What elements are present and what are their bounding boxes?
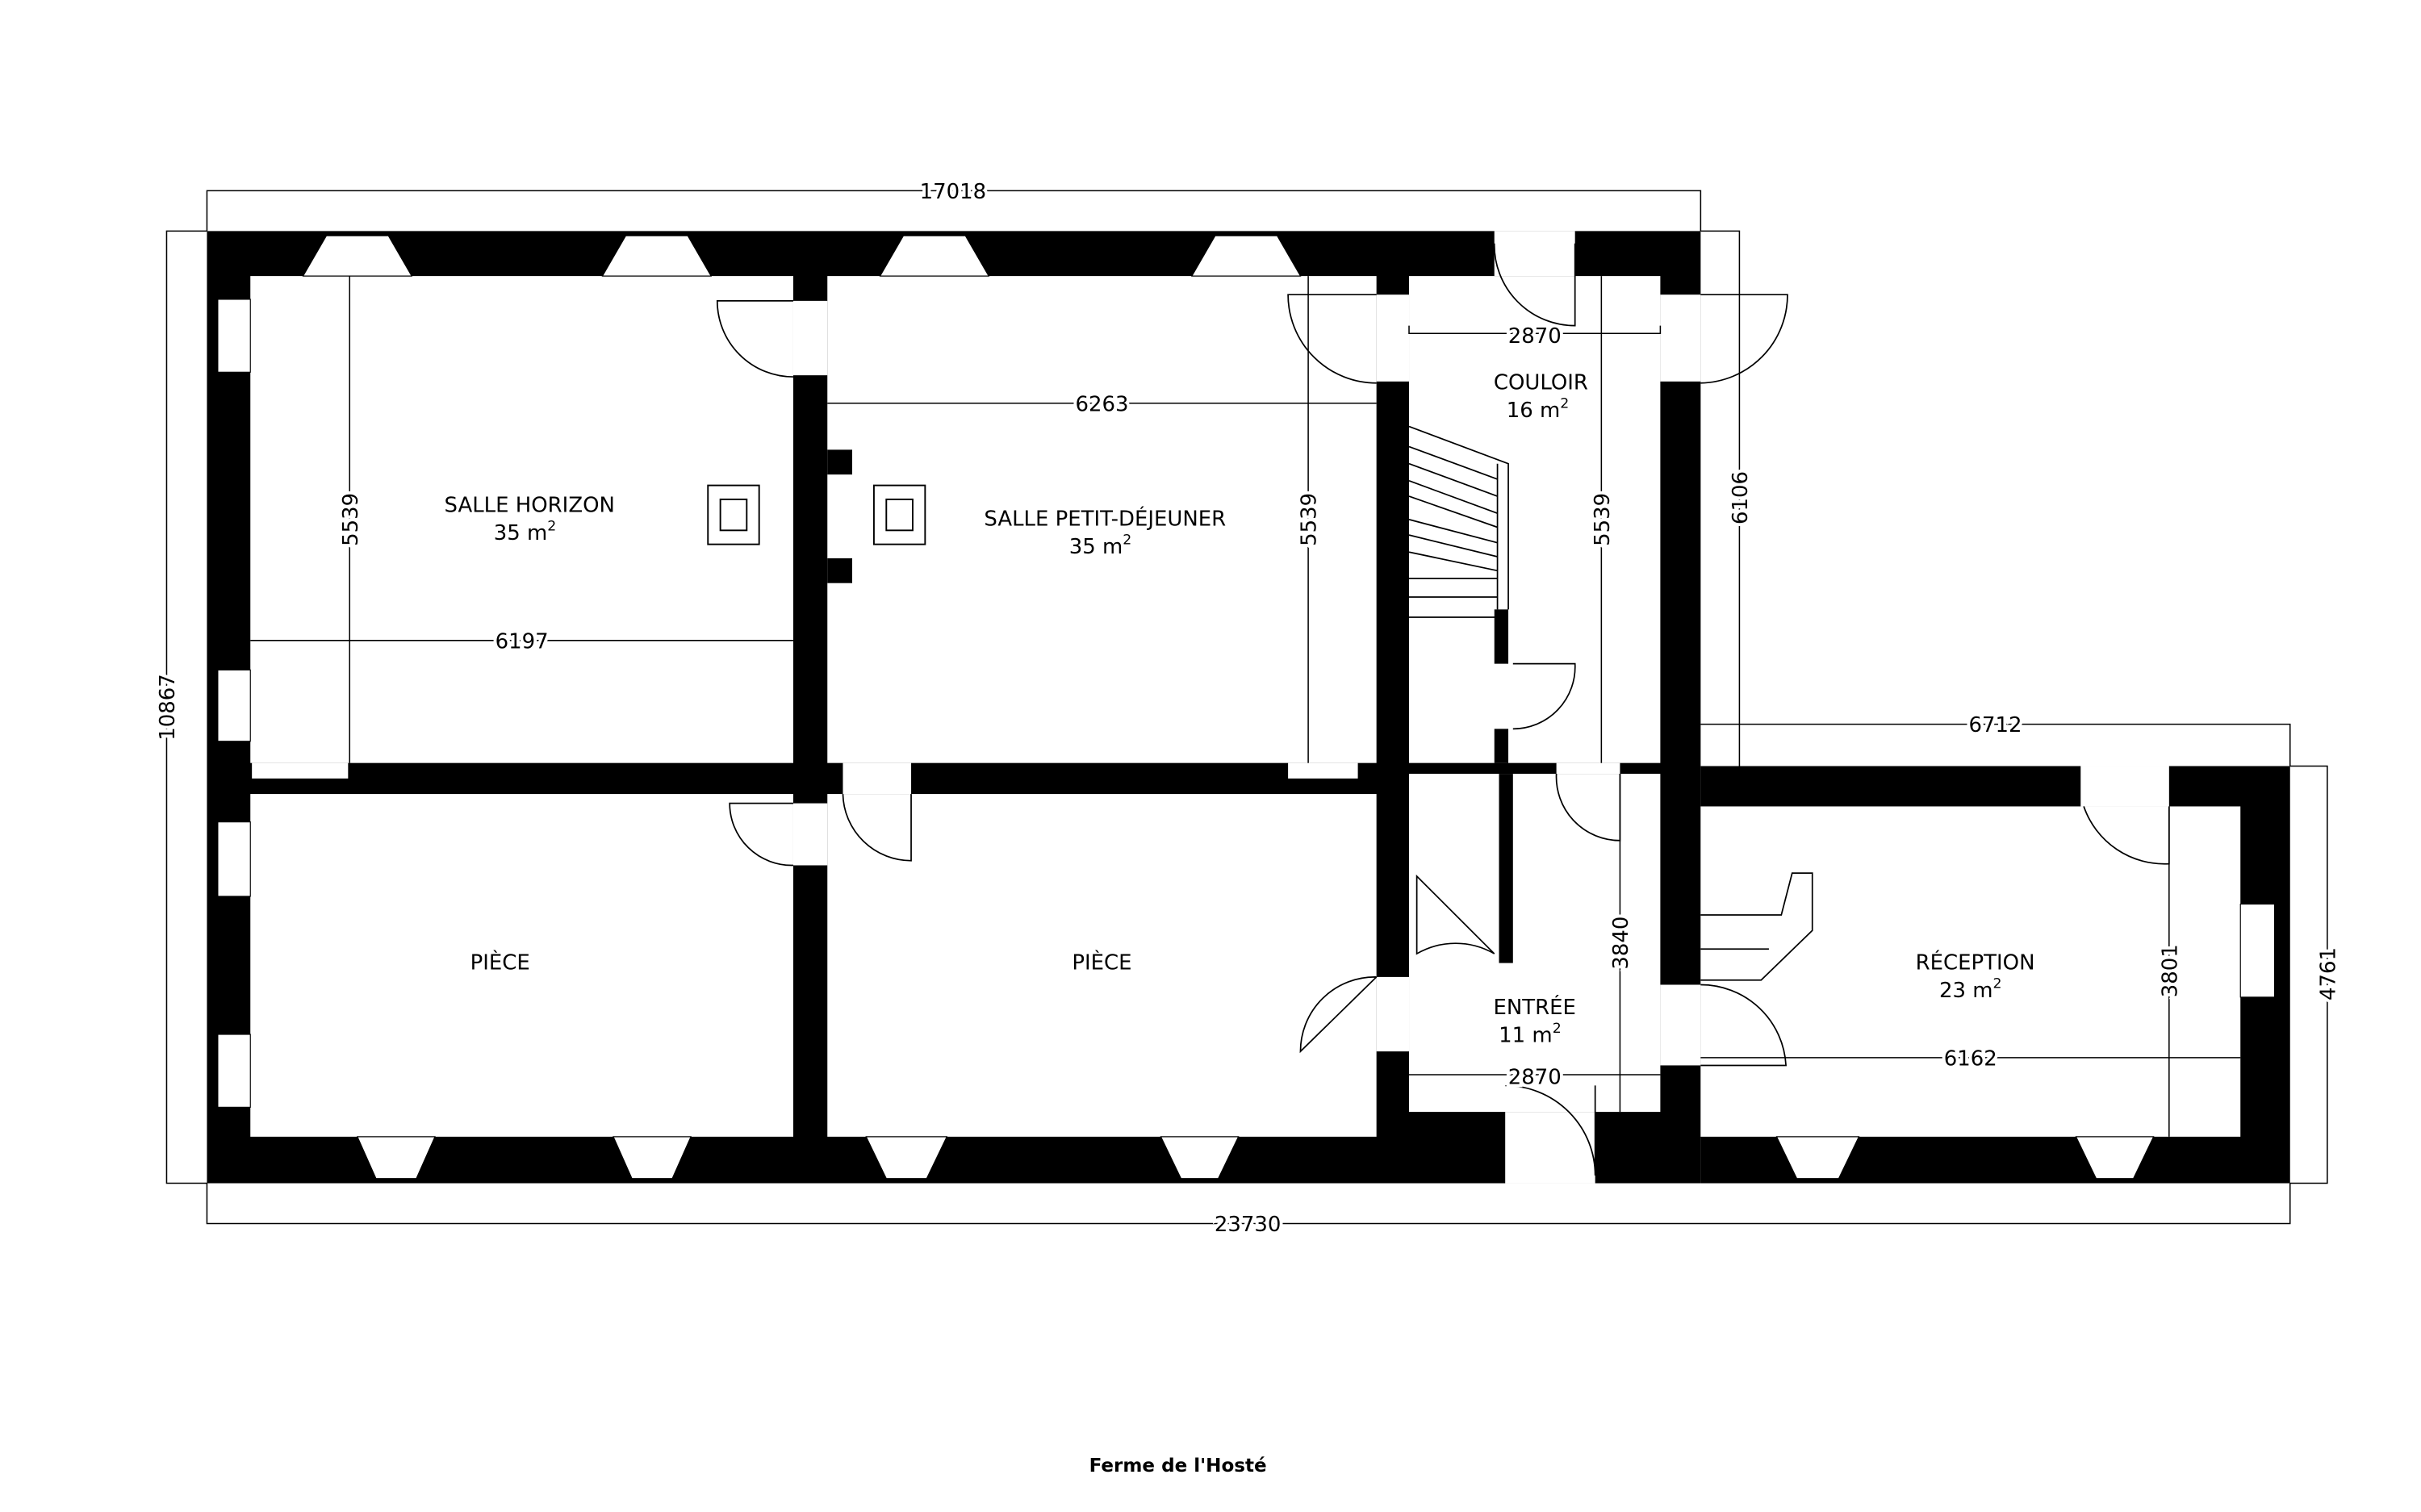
dim-pdj-height: 5539 [1298,493,1322,546]
dim-total-width: 23730 [1215,1213,1282,1237]
dim-couloir-height: 5539 [1591,493,1615,546]
room-salle-petit-dejeuner [827,276,1377,763]
dim-couloir-width: 2870 [1508,324,1562,349]
fireplace-icon [707,484,926,545]
dimension-labels: 17018 10867 23730 6197 5539 6263 5539 28… [153,177,2344,1240]
room-name-piece-2: PIÈCE [1072,949,1131,975]
room-couloir [1409,276,1661,763]
room-name-salle-horizon: SALLE HORIZON [445,493,615,517]
room-reception [1700,806,2241,1137]
room-area-salle-pdj: 35 m2 [1069,533,1132,560]
dim-top-width: 17018 [920,180,987,204]
dim-reception-height-outer: 4761 [2316,947,2340,1000]
dim-reception-height: 3801 [2158,944,2182,997]
dimension-lines [165,190,2328,1225]
staircase [1408,425,1509,618]
room-labels: SALLE HORIZON 35 m2 SALLE PETIT-DÉJEUNER… [445,370,2035,1047]
dim-reception-width: 6162 [1944,1046,1997,1071]
room-salle-horizon [250,276,793,763]
room-name-piece-1: PIÈCE [470,949,530,975]
dim-horizon-height: 5539 [339,493,363,546]
rooms [250,231,2241,1184]
room-name-reception: RÉCEPTION [1916,949,2035,975]
dim-total-height: 10867 [156,674,180,741]
dim-horizon-width: 6197 [495,629,549,654]
plan-title: Ferme de l'Hosté [1089,1456,1267,1476]
dim-reception-top: 6712 [1969,713,2022,737]
dim-entree-width: 2870 [1508,1066,1562,1090]
reception-stairs [1700,872,1813,981]
room-name-couloir: COULOIR [1494,370,1588,395]
room-piece-2 [827,794,1377,1137]
room-name-entree: ENTRÉE [1493,994,1575,1020]
room-name-salle-pdj: SALLE PETIT-DÉJEUNER [984,506,1226,532]
windows [217,235,2276,1180]
room-piece-1 [250,794,793,1137]
doors [716,243,2170,1176]
room-area-couloir: 16 m2 [1507,395,1570,423]
room-area-reception: 23 m2 [1939,975,2002,1003]
room-area-salle-horizon: 35 m2 [494,518,557,545]
room-area-entree: 11 m2 [1499,1021,1562,1048]
dim-entree-height: 3840 [1609,917,1633,970]
dim-right-height: 6106 [1729,471,1753,524]
dim-pdj-width: 6263 [1075,392,1128,416]
